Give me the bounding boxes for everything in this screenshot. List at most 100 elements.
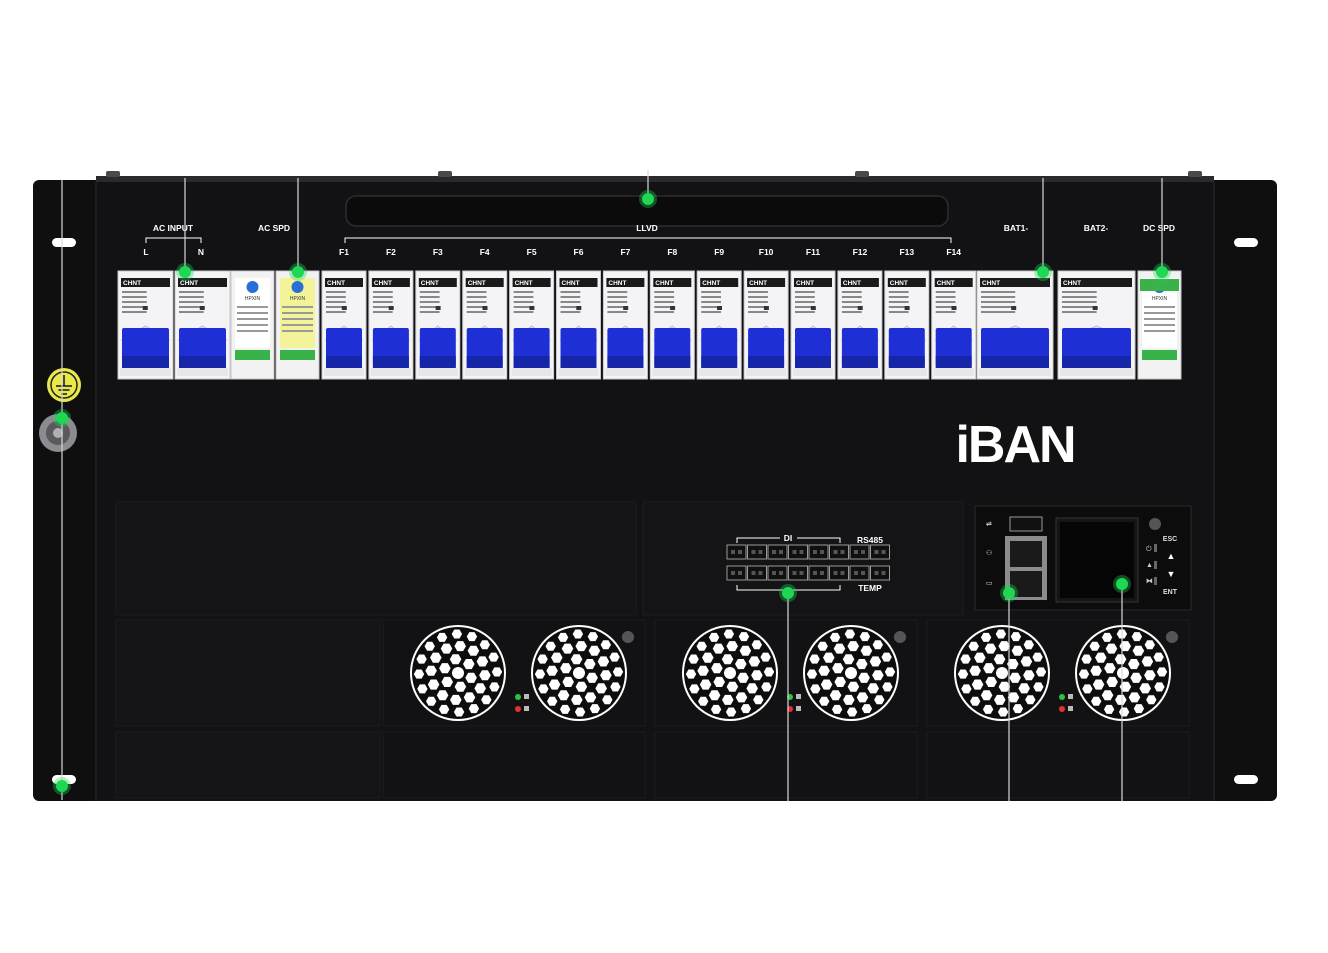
ent-label: ENT: [1163, 589, 1178, 596]
branch-label-f14: F14: [946, 247, 961, 257]
svg-text:HPXIN: HPXIN: [1152, 296, 1168, 302]
terminal-port[interactable]: [849, 544, 870, 560]
svg-text:CHNT: CHNT: [937, 280, 955, 287]
branch-breaker-f12[interactable]: CHNT: [837, 270, 883, 380]
ac-spd-module-1: HPXIN: [230, 270, 275, 380]
ac-spd-label: AC SPD: [258, 223, 290, 233]
terminal-port[interactable]: [726, 544, 747, 560]
branch-breaker-f8[interactable]: CHNT: [649, 270, 695, 380]
hotspot-signal-ports[interactable]: [779, 584, 797, 801]
branch-breaker-f4[interactable]: CHNT: [462, 270, 508, 380]
hotspot-dc-spd[interactable]: [1153, 178, 1171, 281]
terminal-port[interactable]: [788, 544, 808, 560]
branch-label-f1: F1: [339, 247, 349, 257]
alarm-led-icon: ▲: [1146, 562, 1153, 569]
branch-breaker-f1[interactable]: CHNT: [321, 270, 367, 380]
svg-text:CHNT: CHNT: [468, 280, 486, 287]
rectifier-module-1-fan-1: [410, 625, 506, 721]
svg-text:CHNT: CHNT: [421, 280, 439, 287]
status-led-red: [515, 706, 521, 712]
hotspot-controller[interactable]: [1113, 575, 1131, 801]
hotspot-ground[interactable]: [53, 180, 71, 800]
top-rail: [96, 176, 1214, 182]
bat1-breaker[interactable]: CHNT: [976, 270, 1054, 380]
branch-breaker-f2[interactable]: CHNT: [368, 270, 414, 380]
terminal-port[interactable]: [829, 544, 849, 560]
terminal-port[interactable]: [747, 544, 767, 560]
svg-text:CHNT: CHNT: [374, 280, 392, 287]
usb-port[interactable]: [1009, 516, 1043, 532]
network-icon: ⚇: [986, 550, 992, 557]
rs485-label: RS485: [857, 535, 883, 545]
di-label: DI: [784, 533, 793, 543]
dc-spd-label: DC SPD: [1143, 223, 1175, 233]
hotspot-llvd[interactable]: [639, 170, 657, 208]
svg-text:CHNT: CHNT: [562, 280, 580, 287]
screw-icon: [894, 631, 906, 643]
terminal-port[interactable]: [849, 565, 870, 581]
svg-text:CHNT: CHNT: [180, 280, 198, 287]
svg-text:CHNT: CHNT: [327, 280, 345, 287]
branch-breaker-f14[interactable]: CHNT: [931, 270, 977, 380]
hotspot-comm-ports[interactable]: [1000, 584, 1018, 801]
terminal-port[interactable]: [788, 565, 808, 581]
terminal-port[interactable]: [829, 565, 849, 581]
branch-label-f6: F6: [574, 247, 584, 257]
down-button[interactable]: ▼: [1167, 569, 1176, 579]
branch-label-f9: F9: [714, 247, 724, 257]
terminal-port[interactable]: [870, 544, 890, 560]
branch-breaker-f5[interactable]: CHNT: [509, 270, 555, 380]
branch-label-f3: F3: [433, 247, 443, 257]
branch-label-f5: F5: [527, 247, 537, 257]
status-led-green: [1059, 694, 1065, 700]
terminal-port[interactable]: [767, 544, 788, 560]
esc-label: ESC: [1163, 536, 1177, 543]
branch-breaker-f7[interactable]: CHNT: [602, 270, 648, 380]
svg-text:CHNT: CHNT: [702, 280, 720, 287]
svg-text:CHNT: CHNT: [982, 280, 1000, 287]
svg-text:CHNT: CHNT: [749, 280, 767, 287]
rectifier-module-3-fan-2: [1075, 625, 1171, 721]
bat2-breaker[interactable]: CHNT: [1057, 270, 1136, 380]
terminal-port[interactable]: [870, 565, 890, 581]
usb-icon: ⇌: [986, 521, 992, 528]
terminal-port[interactable]: [747, 565, 767, 581]
status-led-green: [515, 694, 521, 700]
screw-icon: [622, 631, 634, 643]
mounting-slot: [52, 238, 76, 247]
ac-input-label: AC INPUT: [153, 223, 194, 233]
branch-breaker-f3[interactable]: CHNT: [415, 270, 461, 380]
mounting-slot: [1234, 775, 1258, 784]
rectifier-module-2-fan-2: [803, 625, 899, 721]
terminal-port[interactable]: [808, 544, 829, 560]
hotspot-ac-input[interactable]: [176, 178, 194, 281]
svg-text:CHNT: CHNT: [515, 280, 533, 287]
up-button[interactable]: ▲: [1167, 551, 1176, 561]
branch-breaker-f13[interactable]: CHNT: [884, 270, 930, 380]
brand-logo: iBAN: [955, 416, 1074, 474]
ac-input-breaker-l[interactable]: CHNT: [117, 270, 174, 380]
branch-breaker-f6[interactable]: CHNT: [556, 270, 601, 380]
rectifier-module-2-fan-1: [682, 625, 778, 721]
power-led-icon: ⏻: [1146, 545, 1152, 553]
port-icon: ▭: [986, 580, 993, 587]
hotspot-battery[interactable]: [1034, 178, 1052, 281]
terminal-port[interactable]: [726, 565, 747, 581]
bat1-label: BAT1-: [1004, 223, 1029, 233]
branch-breaker-f11[interactable]: CHNT: [790, 270, 836, 380]
svg-text:CHNT: CHNT: [608, 280, 626, 287]
svg-text:CHNT: CHNT: [123, 280, 141, 287]
hotspot-ac-spd[interactable]: [289, 178, 307, 281]
ac-spd-module-2: HPXIN: [275, 270, 320, 380]
hotspot-mounting[interactable]: [53, 777, 71, 795]
terminal-port[interactable]: [808, 565, 829, 581]
ac-n-label: N: [198, 247, 204, 257]
branch-breaker-f10[interactable]: CHNT: [743, 270, 789, 380]
ac-l-label: L: [143, 247, 148, 257]
status-led-red: [1059, 706, 1065, 712]
terminal-port[interactable]: [767, 565, 788, 581]
llvd-label: LLVD: [636, 223, 658, 233]
ac-input-breaker-n[interactable]: CHNT: [174, 270, 231, 380]
branch-breaker-f9[interactable]: CHNT: [696, 270, 742, 380]
branch-label-f4: F4: [480, 247, 490, 257]
